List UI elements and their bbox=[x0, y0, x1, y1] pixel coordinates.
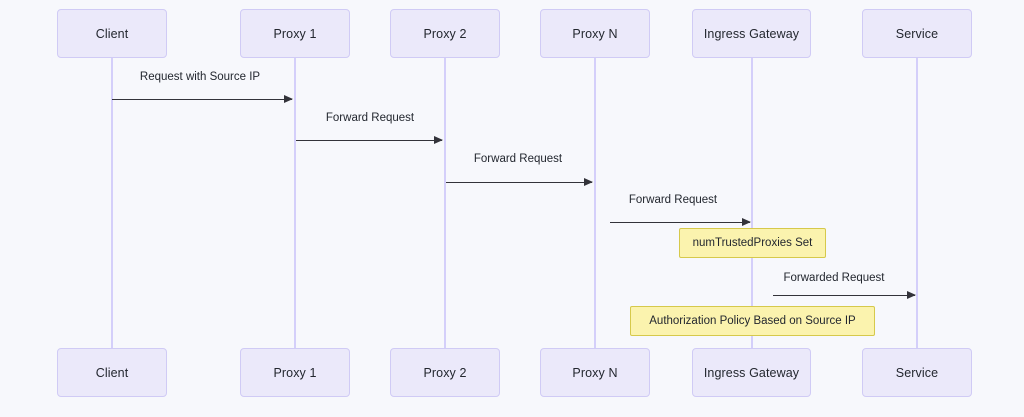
note-label: Authorization Policy Based on Source IP bbox=[649, 315, 856, 327]
actor-box-bottom-client[interactable]: Client bbox=[57, 348, 167, 397]
message-line bbox=[446, 182, 592, 184]
message-arrow-proxy2-to-proxyn bbox=[446, 177, 593, 186]
actor-box-top-proxy1[interactable]: Proxy 1 bbox=[240, 9, 350, 58]
lifeline-client bbox=[111, 58, 113, 348]
actor-box-bottom-proxy2[interactable]: Proxy 2 bbox=[390, 348, 500, 397]
note-authorization-policy-based-on-source-ip: Authorization Policy Based on Source IP bbox=[630, 306, 875, 336]
message-line bbox=[610, 222, 750, 224]
lifeline-service bbox=[916, 58, 918, 348]
arrowhead-icon bbox=[284, 94, 293, 103]
arrowhead-icon bbox=[434, 135, 443, 144]
actor-label-client: Client bbox=[95, 26, 129, 41]
lifeline-proxy1 bbox=[294, 58, 296, 348]
lifeline-proxyn bbox=[594, 58, 596, 348]
lifeline-proxy2 bbox=[444, 58, 446, 348]
lifeline-ingress bbox=[751, 58, 753, 348]
actor-label-proxyn: Proxy N bbox=[572, 365, 618, 380]
actor-box-top-client[interactable]: Client bbox=[57, 9, 167, 58]
actor-label-ingress: Ingress Gateway bbox=[703, 26, 800, 41]
actor-label-ingress: Ingress Gateway bbox=[703, 365, 800, 380]
actor-box-top-proxy2[interactable]: Proxy 2 bbox=[390, 9, 500, 58]
message-line bbox=[112, 99, 292, 101]
message-label-forwarded-request: Forwarded Request bbox=[783, 272, 885, 284]
actor-box-top-proxyn[interactable]: Proxy N bbox=[540, 9, 650, 58]
actor-label-proxyn: Proxy N bbox=[572, 26, 618, 41]
message-arrow-client-to-proxy1 bbox=[112, 94, 293, 103]
actor-box-bottom-service[interactable]: Service bbox=[862, 348, 972, 397]
actor-box-bottom-proxyn[interactable]: Proxy N bbox=[540, 348, 650, 397]
arrowhead-icon bbox=[907, 290, 916, 299]
message-label-forward-request-2: Forward Request bbox=[473, 153, 563, 165]
message-arrow-proxyn-to-ingress bbox=[610, 217, 751, 226]
message-line bbox=[296, 140, 442, 142]
actor-box-bottom-proxy1[interactable]: Proxy 1 bbox=[240, 348, 350, 397]
arrowhead-icon bbox=[584, 177, 593, 186]
message-label-forward-request-1: Forward Request bbox=[325, 112, 415, 124]
actor-box-bottom-ingress[interactable]: Ingress Gateway bbox=[692, 348, 811, 397]
message-arrow-ingress-to-service bbox=[773, 290, 916, 299]
note-label: numTrustedProxies Set bbox=[692, 237, 813, 249]
actor-label-client: Client bbox=[95, 365, 129, 380]
message-label-forward-request-3: Forward Request bbox=[628, 194, 718, 206]
actor-label-proxy1: Proxy 1 bbox=[273, 365, 317, 380]
actor-label-service: Service bbox=[895, 26, 939, 41]
message-line bbox=[773, 295, 915, 297]
actor-label-proxy1: Proxy 1 bbox=[273, 26, 317, 41]
arrowhead-icon bbox=[742, 217, 751, 226]
actor-label-proxy2: Proxy 2 bbox=[423, 365, 467, 380]
note-num-trusted-proxies-set: numTrustedProxies Set bbox=[679, 228, 826, 258]
actor-label-service: Service bbox=[895, 365, 939, 380]
message-label-request-with-source-ip: Request with Source IP bbox=[139, 71, 261, 83]
message-arrow-proxy1-to-proxy2 bbox=[296, 135, 443, 144]
actor-box-top-service[interactable]: Service bbox=[862, 9, 972, 58]
actor-label-proxy2: Proxy 2 bbox=[423, 26, 467, 41]
actor-box-top-ingress[interactable]: Ingress Gateway bbox=[692, 9, 811, 58]
